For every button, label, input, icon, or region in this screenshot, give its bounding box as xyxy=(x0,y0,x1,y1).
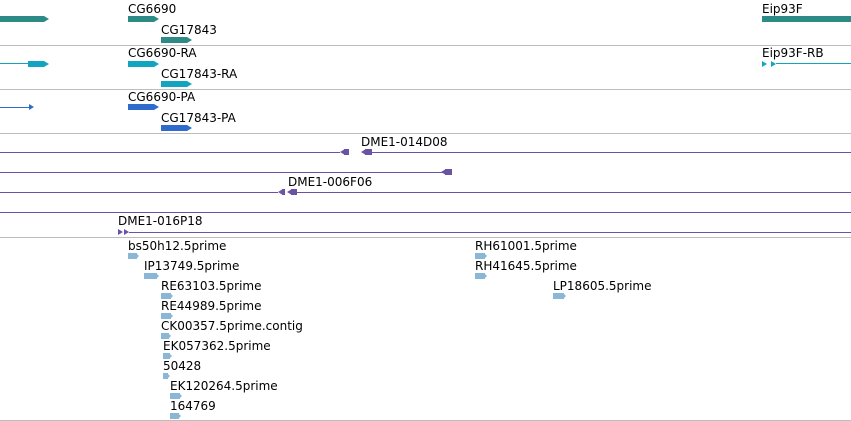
transcript-label-cg17843-ra[interactable]: CG17843-RA xyxy=(161,67,238,81)
track-separator xyxy=(0,133,851,134)
protein-feature-cg6690-pa[interactable] xyxy=(128,104,154,110)
est-label[interactable]: RH41645.5prime xyxy=(475,259,577,273)
est-feature[interactable] xyxy=(163,373,170,379)
gene-feature-left[interactable] xyxy=(0,16,44,22)
clone-line xyxy=(372,152,851,153)
clone-end-marker xyxy=(361,149,366,155)
transcript-label-eip93f-rb[interactable]: Eip93F-RB xyxy=(762,46,824,60)
gene-label-eip93f[interactable]: Eip93F xyxy=(762,2,803,16)
clone-line xyxy=(0,192,278,193)
protein-feature-cg17843-pa[interactable] xyxy=(161,125,187,131)
est-feature[interactable] xyxy=(475,253,487,259)
gene-strand-arrow xyxy=(154,16,159,22)
protein-strand-arrow xyxy=(29,104,34,110)
est-feature[interactable] xyxy=(475,273,487,279)
clone-line xyxy=(0,212,851,213)
est-feature[interactable] xyxy=(553,293,566,299)
transcript-strand-arrow xyxy=(154,61,159,67)
est-label[interactable]: bs50h12.5prime xyxy=(128,239,227,253)
gene-feature-cg6690[interactable] xyxy=(128,16,154,22)
clone-line xyxy=(0,172,443,173)
est-feature[interactable] xyxy=(170,393,182,399)
est-feature[interactable] xyxy=(161,313,173,319)
protein-strand-arrow xyxy=(154,104,159,110)
clone-end-marker xyxy=(287,189,292,195)
est-label[interactable]: EK120264.5prime xyxy=(170,379,278,393)
transcript-feature-cg17843-ra[interactable] xyxy=(161,81,187,87)
track-separator xyxy=(0,237,851,238)
track-separator xyxy=(0,45,851,46)
clone-end-block[interactable] xyxy=(282,189,285,195)
est-label[interactable]: LP18605.5prime xyxy=(553,279,652,293)
transcript-strand-arrow xyxy=(44,61,49,67)
est-label[interactable]: IP13749.5prime xyxy=(144,259,240,273)
transcript-intron-line xyxy=(0,63,28,64)
clone-end-marker xyxy=(278,189,283,195)
protein-strand-arrow xyxy=(187,125,192,131)
clone-end-marker xyxy=(124,229,129,235)
clone-end-marker xyxy=(118,229,123,235)
est-label[interactable]: RE44989.5prime xyxy=(161,299,262,313)
est-label[interactable]: RH61001.5prime xyxy=(475,239,577,253)
transcript-strand-arrow xyxy=(771,61,776,67)
clone-end-marker xyxy=(441,169,446,175)
gene-feature-cg17843[interactable] xyxy=(161,37,187,43)
clone-line xyxy=(129,232,851,233)
est-label[interactable]: EK057362.5prime xyxy=(163,339,271,353)
protein-line xyxy=(0,107,29,108)
transcript-feature-cg6690-ra[interactable] xyxy=(128,61,154,67)
gene-strand-arrow xyxy=(44,16,49,22)
transcript-feature-left[interactable] xyxy=(28,61,44,67)
clone-label-dme1-014d08[interactable]: DME1-014D08 xyxy=(361,135,448,149)
est-feature[interactable] xyxy=(161,293,173,299)
est-feature[interactable] xyxy=(163,353,172,359)
est-feature[interactable] xyxy=(128,253,139,259)
est-label[interactable]: RE63103.5prime xyxy=(161,279,262,293)
transcript-strand-arrow xyxy=(187,81,192,87)
gene-feature-eip93f[interactable] xyxy=(762,16,851,22)
transcript-intron-line xyxy=(776,63,851,64)
transcript-strand-arrow xyxy=(762,61,767,67)
clone-label-dme1-016p18[interactable]: DME1-016P18 xyxy=(118,214,203,228)
protein-label-cg6690-pa[interactable]: CG6690-PA xyxy=(128,90,196,104)
est-feature[interactable] xyxy=(161,333,171,339)
protein-label-cg17843-pa[interactable]: CG17843-PA xyxy=(161,111,236,125)
gene-label-cg17843[interactable]: CG17843 xyxy=(161,23,217,37)
clone-end-block[interactable] xyxy=(344,149,349,155)
gene-label-cg6690[interactable]: CG6690 xyxy=(128,2,177,16)
est-label[interactable]: CK00357.5prime.contig xyxy=(161,319,303,333)
clone-end-block[interactable] xyxy=(445,169,452,175)
clone-label-dme1-006f06[interactable]: DME1-006F06 xyxy=(288,175,373,189)
clone-line xyxy=(297,192,851,193)
clone-line xyxy=(0,152,340,153)
est-label[interactable]: 164769 xyxy=(170,399,216,413)
est-feature[interactable] xyxy=(144,273,159,279)
clone-end-block[interactable] xyxy=(291,189,297,195)
track-separator xyxy=(0,89,851,90)
clone-end-block[interactable] xyxy=(365,149,372,155)
est-feature[interactable] xyxy=(170,413,181,419)
clone-end-marker xyxy=(340,149,345,155)
gene-strand-arrow xyxy=(187,37,192,43)
est-label[interactable]: 50428 xyxy=(163,359,202,373)
transcript-label-cg6690-ra[interactable]: CG6690-RA xyxy=(128,46,197,60)
